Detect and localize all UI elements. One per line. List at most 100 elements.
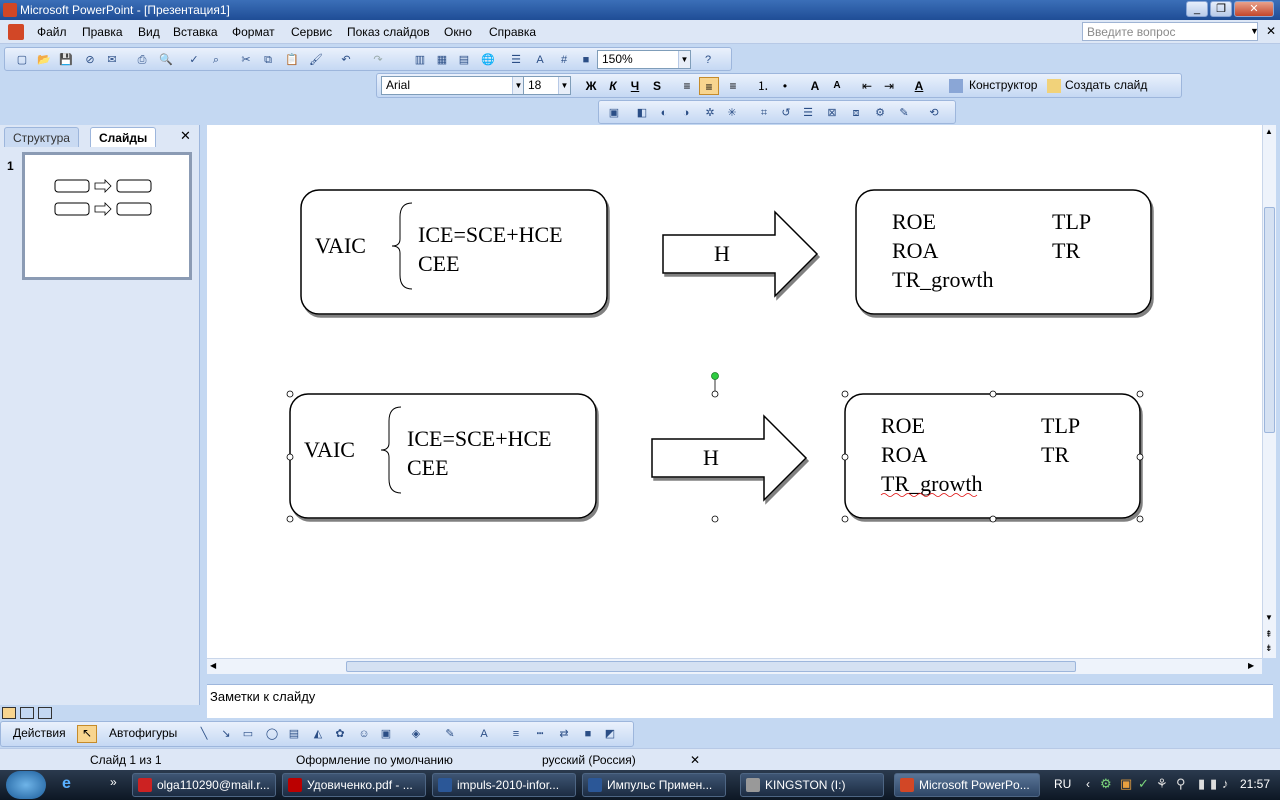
scroll-left-icon[interactable]: ◀ bbox=[210, 661, 217, 670]
more-brightness-icon[interactable]: ✲ bbox=[705, 107, 715, 119]
menu-insert[interactable]: Вставка bbox=[173, 25, 218, 39]
tab-slides[interactable]: Слайды bbox=[90, 127, 157, 147]
menu-help[interactable]: Справка bbox=[489, 25, 537, 39]
menu-tools[interactable]: Сервис bbox=[291, 25, 333, 39]
ie-icon[interactable]: e bbox=[62, 775, 71, 792]
task-word2[interactable]: Импульс Примен... bbox=[582, 773, 726, 797]
font-select[interactable]: Arial ▼ bbox=[381, 76, 525, 95]
font-color-icon[interactable]: A bbox=[914, 79, 924, 93]
save-icon[interactable]: 💾 bbox=[59, 54, 73, 66]
select-objects-icon[interactable]: ↖ bbox=[77, 725, 97, 743]
ask-question-input[interactable]: Введите вопрос bbox=[1082, 22, 1258, 41]
view-sorter-icon[interactable] bbox=[20, 707, 34, 719]
row2-left-box[interactable]: VAIC ICE=SCE+HCE CEE bbox=[289, 393, 597, 519]
insert-picture-icon[interactable]: ▣ bbox=[608, 107, 620, 119]
font-color-draw-icon[interactable]: A bbox=[480, 728, 488, 740]
open-icon[interactable]: 📂 bbox=[37, 54, 51, 66]
redo-icon[interactable]: ↷ bbox=[373, 54, 383, 66]
paste-icon[interactable]: 📋 bbox=[285, 54, 299, 66]
less-brightness-icon[interactable]: ✳ bbox=[727, 107, 737, 119]
chart-icon[interactable]: ▥ bbox=[414, 54, 426, 66]
menu-edit[interactable]: Правка bbox=[82, 25, 123, 39]
notes-pane[interactable]: Заметки к слайду bbox=[207, 684, 1273, 718]
task-drive[interactable]: KINGSTON (I:) bbox=[740, 773, 884, 797]
row1-right-box[interactable]: ROE ROA TR_growth TLP TR bbox=[855, 189, 1152, 315]
formatting-icon[interactable]: A bbox=[536, 54, 544, 66]
language-indicator[interactable]: RU bbox=[1054, 777, 1072, 791]
next-slide-icon[interactable]: ⇟ bbox=[1265, 643, 1273, 653]
dash-style-icon[interactable]: ┅ bbox=[536, 728, 544, 740]
underline-button[interactable]: Ч bbox=[630, 79, 640, 93]
tables-borders-icon[interactable]: ▤ bbox=[458, 54, 470, 66]
close-document-icon[interactable]: ✕ bbox=[1266, 24, 1277, 38]
task-word1[interactable]: impuls-2010-infor... bbox=[432, 773, 576, 797]
research-icon[interactable]: ⌕ bbox=[212, 54, 220, 66]
line-icon[interactable]: ╲ bbox=[200, 728, 208, 740]
selection-handles[interactable] bbox=[286, 372, 1144, 523]
increase-indent-icon[interactable]: ⇥ bbox=[883, 79, 895, 93]
arrow-style-icon[interactable]: ⇄ bbox=[559, 728, 569, 740]
task-pdf[interactable]: Удовиченко.pdf - ... bbox=[282, 773, 426, 797]
menu-window[interactable]: Окно bbox=[444, 25, 472, 39]
actions-menu[interactable]: Действия bbox=[13, 726, 66, 740]
close-button[interactable]: ✕ bbox=[1234, 1, 1274, 17]
shadow-style-icon[interactable]: ■ bbox=[584, 728, 592, 740]
scroll-up-icon[interactable]: ▲ bbox=[1265, 127, 1273, 136]
show-more-icon[interactable]: » bbox=[110, 775, 117, 789]
decrease-font-icon[interactable]: A bbox=[833, 80, 841, 91]
new-slide-button[interactable]: Создать слайд bbox=[1065, 78, 1148, 92]
textbox-icon[interactable]: ▤ bbox=[288, 728, 300, 740]
hscroll-thumb[interactable] bbox=[346, 661, 1076, 672]
bullets-icon[interactable]: • bbox=[782, 79, 788, 93]
menu-slideshow[interactable]: Показ слайдов bbox=[347, 25, 430, 39]
document-icon[interactable] bbox=[8, 24, 24, 40]
row1-left-box[interactable]: VAIC ICE=SCE+HCE CEE bbox=[300, 189, 608, 315]
zoom-select[interactable]: 150% ▼ bbox=[597, 50, 691, 69]
compress-icon[interactable]: ⊠ bbox=[827, 107, 837, 119]
bold-button[interactable]: Ж bbox=[585, 79, 597, 93]
maximize-button[interactable]: ❐ bbox=[1210, 1, 1232, 17]
task-powerpoint[interactable]: Microsoft PowerPo... bbox=[894, 773, 1040, 797]
diagram-icon[interactable]: ✿ bbox=[335, 728, 345, 740]
clipart-icon[interactable]: ☺ bbox=[358, 728, 370, 740]
permission-icon[interactable]: ⊘ bbox=[85, 54, 95, 66]
reset-picture-icon[interactable]: ⟲ bbox=[929, 107, 939, 119]
grid-icon[interactable]: # bbox=[560, 54, 568, 66]
color-picture-icon[interactable]: ◧ bbox=[636, 107, 648, 119]
format-picture-icon[interactable]: ⚙ bbox=[875, 107, 885, 119]
line-color-icon[interactable]: ✎ bbox=[445, 728, 455, 740]
tray-expand-icon[interactable]: ‹ bbox=[1086, 777, 1090, 791]
minimize-button[interactable]: _ bbox=[1186, 1, 1208, 17]
copy-icon[interactable]: ⧉ bbox=[264, 54, 272, 66]
set-transparent-icon[interactable]: ✎ bbox=[899, 107, 909, 119]
scroll-down-icon[interactable]: ▼ bbox=[1265, 613, 1273, 622]
row1-arrow[interactable]: H bbox=[662, 210, 819, 298]
table-icon[interactable]: ▦ bbox=[436, 54, 448, 66]
line-style-icon[interactable]: ☰ bbox=[803, 107, 813, 119]
designer-button[interactable]: Конструктор bbox=[969, 78, 1038, 92]
align-right-icon[interactable]: ≡ bbox=[729, 79, 737, 93]
scroll-thumb[interactable] bbox=[1264, 207, 1275, 433]
italic-button[interactable]: К bbox=[609, 79, 617, 93]
preview-icon[interactable]: 🔍 bbox=[159, 54, 173, 66]
arrow-icon[interactable]: ↘ bbox=[221, 728, 231, 740]
crop-icon[interactable]: ⌗ bbox=[760, 107, 768, 119]
tab-outline[interactable]: Структура bbox=[4, 127, 79, 147]
color-icon[interactable]: ■ bbox=[582, 54, 590, 66]
decrease-indent-icon[interactable]: ⇤ bbox=[861, 79, 873, 93]
3d-style-icon[interactable]: ◩ bbox=[604, 728, 616, 740]
format-painter-icon[interactable]: 🖌 bbox=[309, 54, 323, 66]
slide-thumbnail[interactable] bbox=[22, 152, 192, 280]
task-mail[interactable]: olga110290@mail.r... bbox=[132, 773, 276, 797]
menu-file[interactable]: Файл bbox=[37, 25, 67, 39]
picture-icon[interactable]: ▣ bbox=[380, 728, 392, 740]
oval-icon[interactable]: ◯ bbox=[265, 728, 279, 740]
autoshapes-menu[interactable]: Автофигуры bbox=[109, 726, 178, 740]
new-icon[interactable]: ▢ bbox=[16, 54, 28, 66]
cut-icon[interactable]: ✂ bbox=[241, 54, 251, 66]
view-normal-icon[interactable] bbox=[2, 707, 16, 719]
vertical-scrollbar[interactable]: ▲ ▼ ⇞ ⇟ bbox=[1262, 125, 1276, 658]
previous-slide-icon[interactable]: ⇞ bbox=[1265, 629, 1273, 639]
horizontal-scrollbar[interactable]: ◀ ▶ bbox=[207, 658, 1262, 674]
slide-canvas[interactable]: VAIC ICE=SCE+HCE CEE H ROE ROA TR_growth… bbox=[207, 125, 1262, 658]
